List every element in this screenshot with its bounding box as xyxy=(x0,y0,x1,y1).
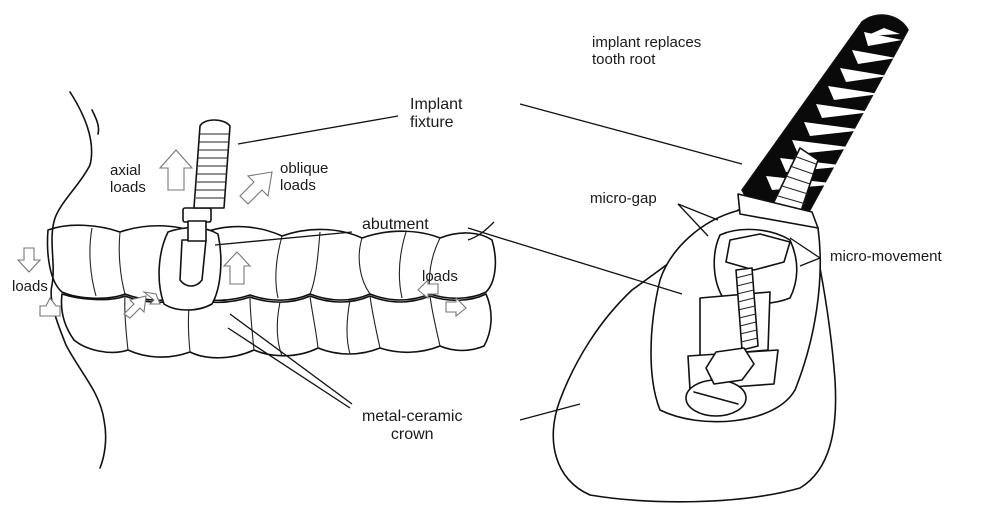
enlarged-implant-fixture xyxy=(738,15,908,228)
label-micro-movement: micro-movement xyxy=(830,248,942,265)
label-abutment: abutment xyxy=(362,216,429,234)
label-axial-line2: loads xyxy=(110,179,146,196)
face-profile xyxy=(51,92,106,468)
label-oblique-line1: oblique xyxy=(280,160,328,177)
label-implant-fixture-line2: fixture xyxy=(410,114,462,132)
label-implant-fixture: Implant fixture xyxy=(410,96,462,133)
label-axial-line1: axial xyxy=(110,162,146,179)
arch-implant-fixture xyxy=(183,120,230,241)
label-loads-left: loads xyxy=(12,278,48,295)
axial-load-arrow xyxy=(160,150,192,190)
label-axial-loads: axial loads xyxy=(110,162,146,197)
label-oblique-loads: oblique loads xyxy=(280,160,328,195)
label-metal-ceramic-crown: metal-ceramic crown xyxy=(362,408,462,445)
oblique-load-arrow xyxy=(240,172,272,204)
label-micro-gap: micro-gap xyxy=(590,190,657,207)
label-implant-fixture-line1: Implant xyxy=(410,96,462,114)
label-loads-right: loads xyxy=(422,268,458,285)
label-implant-replaces-line1: implant replaces xyxy=(592,34,701,51)
arch-load-arrow-up xyxy=(224,252,250,284)
label-oblique-line2: loads xyxy=(280,177,328,194)
label-crown-line1: metal-ceramic xyxy=(362,408,462,426)
enlarged-abutment xyxy=(651,208,820,421)
label-crown-line2: crown xyxy=(362,426,462,444)
label-implant-replaces: implant replaces tooth root xyxy=(592,34,701,69)
label-implant-replaces-line2: tooth root xyxy=(592,51,701,68)
